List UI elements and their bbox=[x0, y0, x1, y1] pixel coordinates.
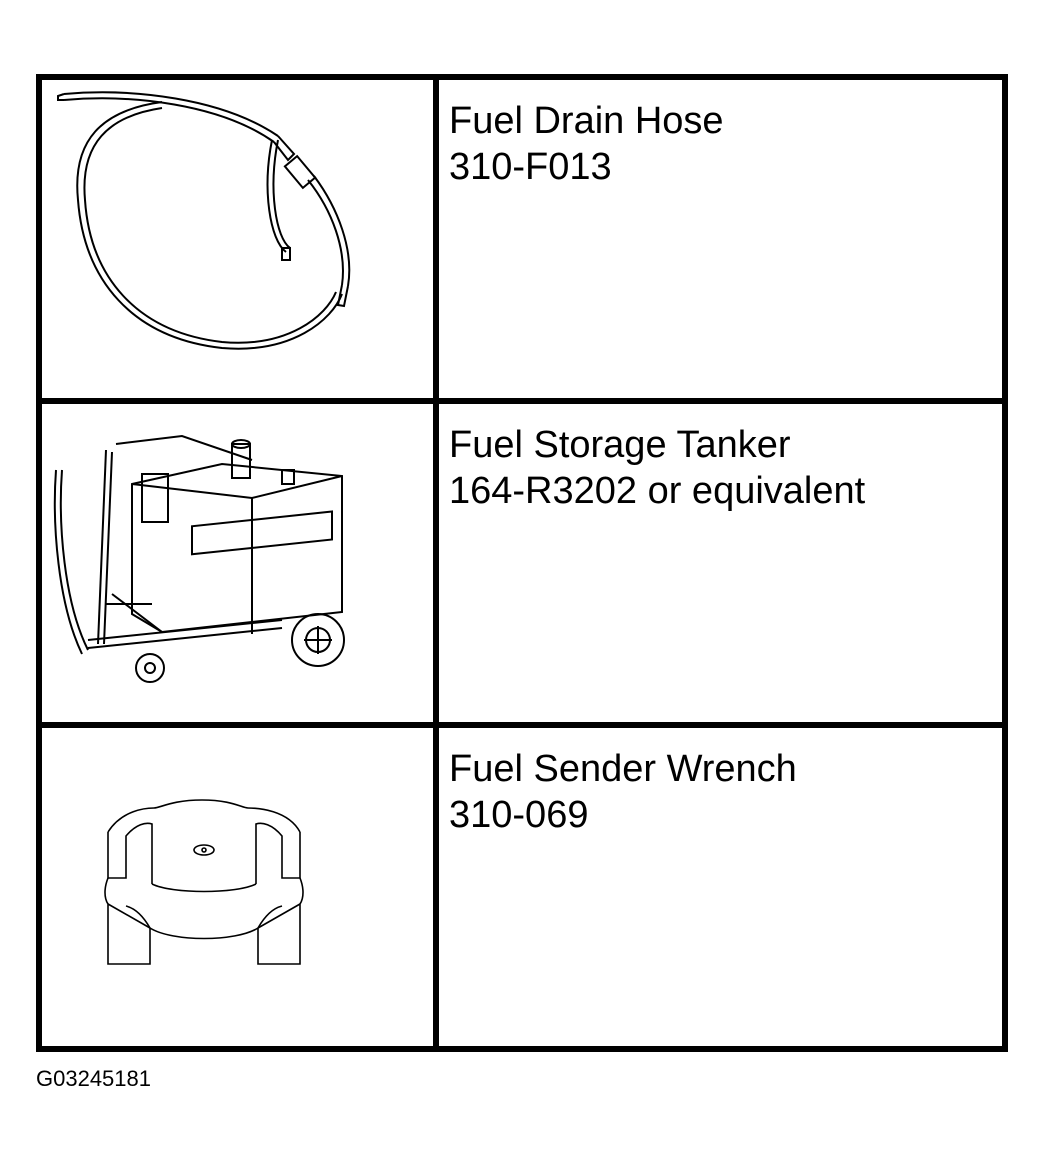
special-tools-table: Fuel Drain Hose 310-F013 bbox=[36, 74, 1008, 1052]
tool-part-number: 310-F013 bbox=[449, 146, 612, 188]
table-row: Fuel Drain Hose 310-F013 bbox=[36, 74, 1008, 404]
illustration-cell bbox=[36, 722, 439, 1052]
illustration-cell bbox=[36, 74, 439, 404]
tool-part-number: 310-069 bbox=[449, 794, 589, 836]
description-cell: Fuel Sender Wrench 310-069 bbox=[433, 722, 1008, 1052]
description-cell: Fuel Storage Tanker 164-R3202 or equival… bbox=[433, 398, 1008, 728]
fuel-sender-wrench-icon bbox=[104, 799, 304, 965]
description-cell: Fuel Drain Hose 310-F013 bbox=[433, 74, 1008, 404]
tool-name: Fuel Storage Tanker bbox=[449, 424, 791, 466]
table-row: Fuel Sender Wrench 310-069 bbox=[36, 722, 1008, 1052]
figure-id: G03245181 bbox=[36, 1066, 151, 1091]
tool-name: Fuel Sender Wrench bbox=[449, 748, 797, 790]
tool-part-number: 164-R3202 or equivalent bbox=[449, 470, 866, 512]
illustration-cell bbox=[36, 398, 439, 728]
table-row: Fuel Storage Tanker 164-R3202 or equival… bbox=[36, 398, 1008, 728]
tool-name: Fuel Drain Hose bbox=[449, 100, 724, 142]
fuel-storage-tanker-icon bbox=[53, 434, 345, 683]
fuel-drain-hose-icon bbox=[57, 91, 351, 350]
